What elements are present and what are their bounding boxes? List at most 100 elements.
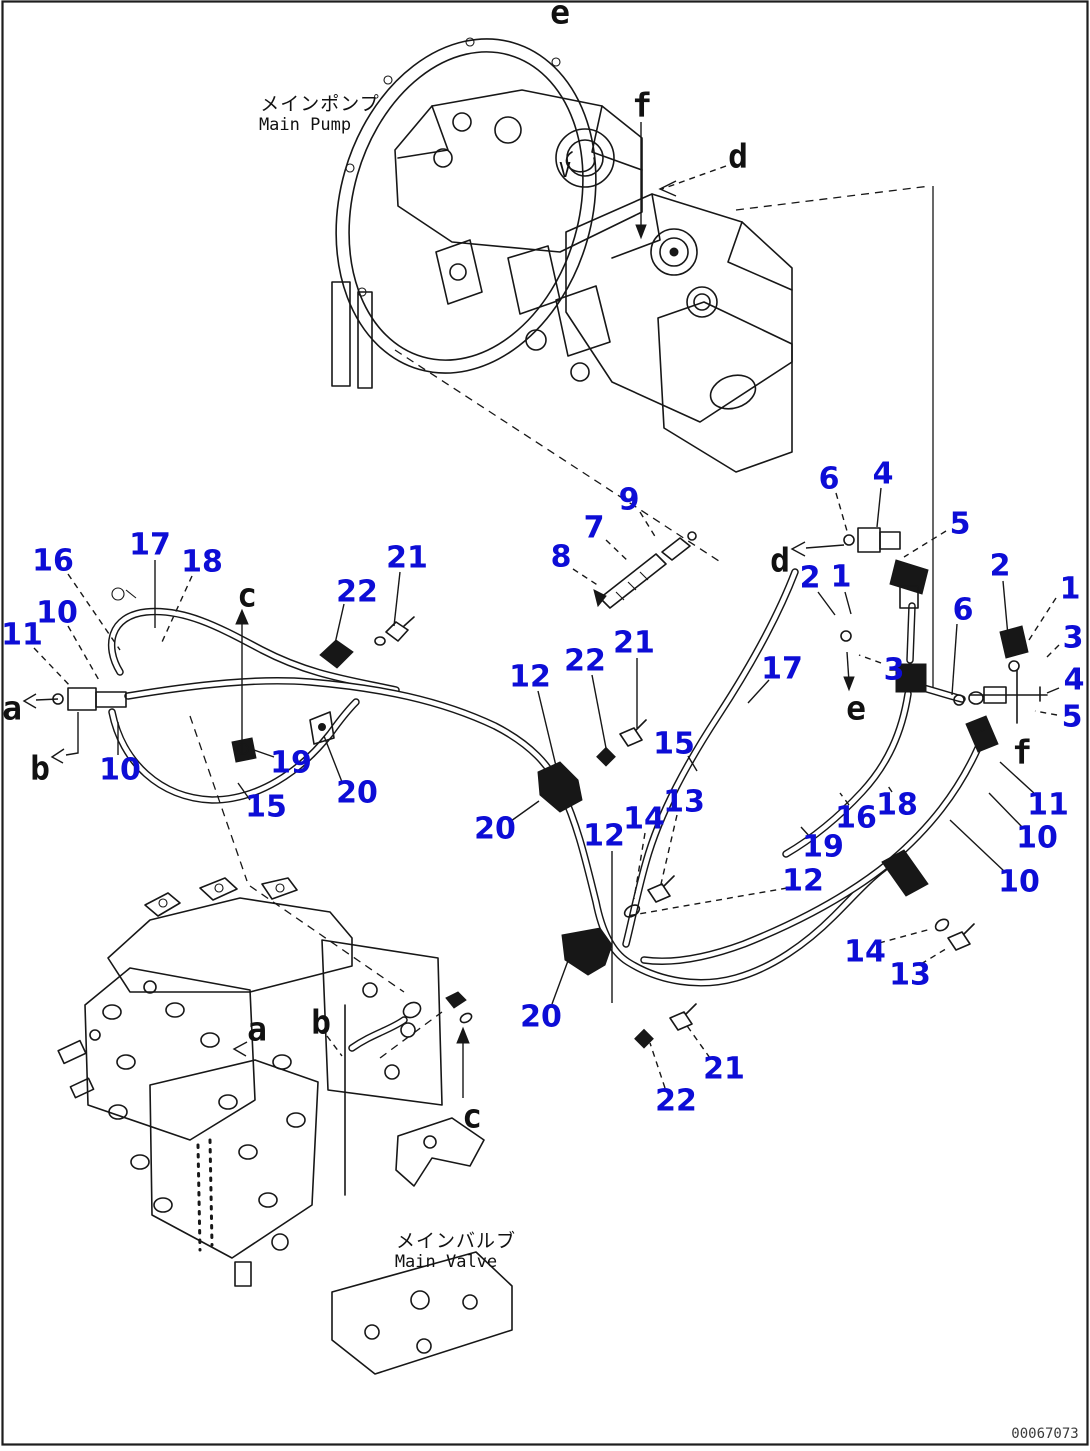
callout-number-22: 22 [564,644,606,679]
callout-number-14: 14 [623,802,665,837]
callout-number-21: 21 [613,626,655,661]
arrow-a-left [35,698,59,701]
view-letter-a: a [247,1010,267,1049]
callout-number-2: 2 [800,561,821,596]
callout-number-10: 10 [998,865,1040,900]
leader-line-2 [817,591,836,616]
leader-line-4 [876,487,882,528]
view-letter-e: e [550,0,570,32]
arrow-b-valve [326,1035,343,1057]
callout-number-20: 20 [474,812,516,847]
leader-line-17 [747,679,770,704]
main-pump-label-en: Main Pump [259,115,351,135]
view-letter-d: d [728,137,748,176]
callout-number-6: 6 [819,462,840,497]
leader-line-12 [537,690,557,767]
callout-number-9: 9 [619,483,640,518]
leader-line-19 [800,826,812,839]
callout-number-5: 5 [950,507,971,542]
callout-number-12: 12 [583,819,625,854]
callout-number-20: 20 [520,1000,562,1035]
callout-number-11: 11 [1027,788,1069,823]
main-pump-label-jp: メインポンプ [260,93,379,115]
document-number: 00067073 [1011,1426,1078,1442]
callout-number-22: 22 [336,575,378,610]
callout-number-12: 12 [782,864,824,899]
callout-number-13: 13 [889,958,931,993]
view-letter-f: f [1012,733,1032,772]
arrow-a-valve [232,1041,248,1057]
leader-line-11 [33,647,73,689]
leader-line-22 [333,603,345,649]
hose-runs [108,568,982,987]
leader-line-11 [999,761,1036,795]
leader-line-8 [572,568,600,587]
callout-number-7: 7 [584,511,605,546]
callout-number-19: 19 [270,746,312,781]
callout-number-10: 10 [99,753,141,788]
arrow-b-left [65,712,79,756]
leader-line-9 [639,511,657,539]
leader-line-21 [393,571,401,627]
callout-number-6: 6 [953,593,974,628]
view-letter-f: f [632,86,652,125]
leader-line-22 [591,674,607,749]
leader-line-6 [951,623,958,696]
leader-line-13 [660,814,678,885]
leader-line-16 [839,792,850,806]
leader-line-13 [920,946,950,965]
main-valve-label-jp: メインバルブ [396,1229,516,1252]
view-letter-b: b [311,1003,331,1042]
callout-number-17: 17 [761,652,803,687]
callout-number-13: 13 [663,785,705,820]
callout-number-12: 12 [509,660,551,695]
callout-number-10: 10 [36,596,78,631]
callout-number-14: 14 [844,935,886,970]
leader-line-10 [67,625,101,683]
callout-number-5: 5 [1062,700,1083,735]
main-pump-drawing: V [331,37,793,473]
leader-line-22 [649,1042,666,1089]
leader-line-3 [858,654,882,664]
leader-line-14 [878,928,932,944]
leader-line-20 [551,957,570,1005]
callout-number-16: 16 [835,801,877,836]
leader-line-1 [844,591,852,615]
leader-line-4 [1046,687,1060,694]
callout-number-15: 15 [653,727,695,762]
view-letter-b: b [30,749,50,788]
leader-line-12 [626,887,788,917]
leader-line-6 [835,492,848,532]
view-letter-d: d [770,541,790,580]
callout-number-1: 1 [1060,572,1081,607]
callout-number-4: 4 [1064,663,1085,698]
leader-line-15 [237,782,251,801]
view-letter-a: a [2,689,22,728]
arrow-d-mid [805,544,845,549]
text-labels: メインポンプ Main Pump メインバルブ Main Valve 00067… [259,93,1079,1442]
pump-v-mark: V [559,158,571,182]
leader-line-7 [605,539,630,563]
leader-line-15 [687,755,698,772]
main-valve-drawing [57,877,513,1375]
leader-line-10 [949,819,1006,873]
callout-leader-lines [33,487,1060,1089]
callout-number-4: 4 [873,457,894,492]
callout-number-21: 21 [703,1052,745,1087]
callout-number-1: 1 [831,560,852,595]
callout-number-20: 20 [336,776,378,811]
leader-line-10 [988,792,1024,829]
arrow-d-top [661,165,727,190]
callout-number-8: 8 [551,540,572,575]
callout-number-18: 18 [876,788,918,823]
leader-line-19 [253,749,275,758]
callout-number-3: 3 [884,653,905,688]
leader-line-1 [1028,597,1057,641]
leader-line-21 [684,1022,711,1059]
view-letter-c: c [237,576,257,615]
